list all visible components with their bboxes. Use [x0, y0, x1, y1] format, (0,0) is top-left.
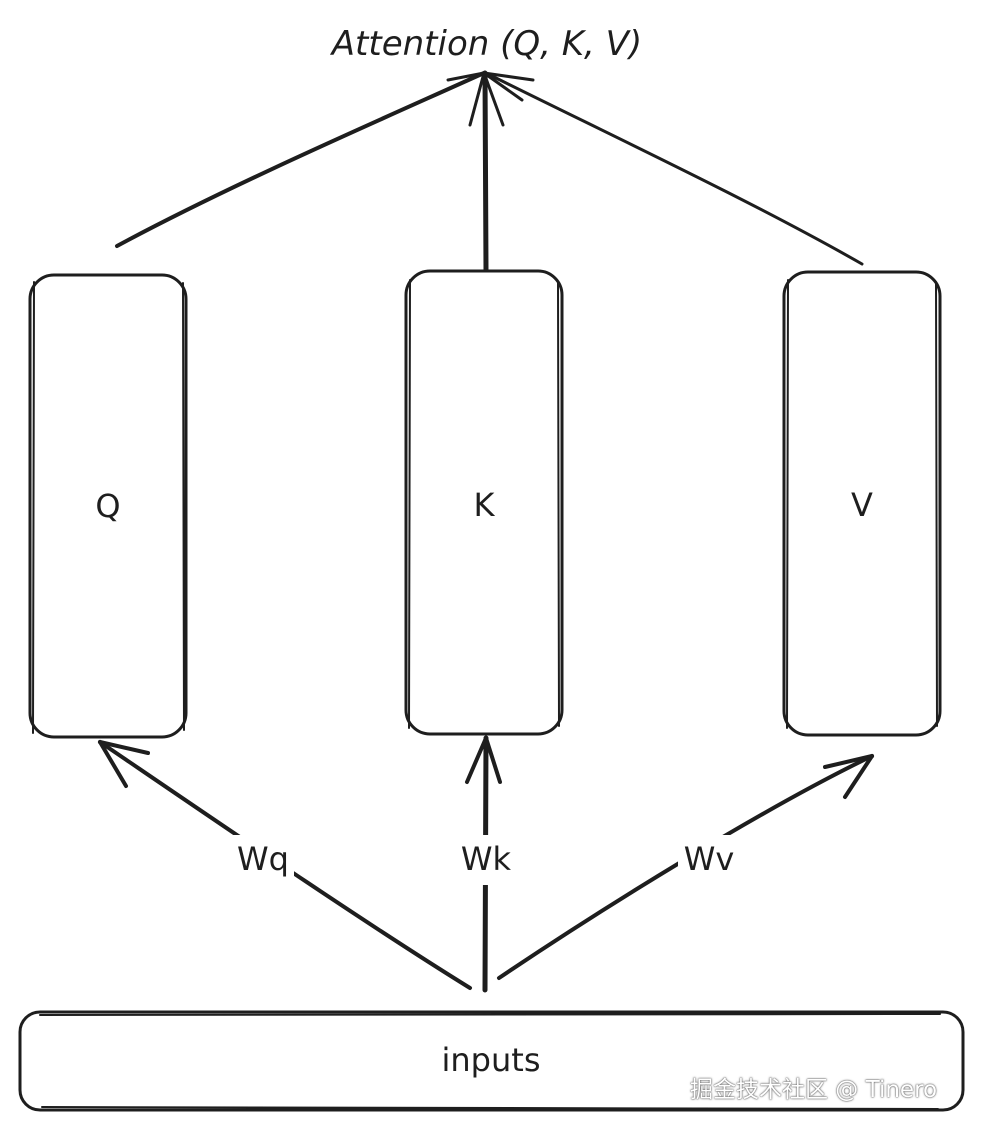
svg-text:Wq: Wq [237, 840, 289, 878]
node-q-label: Q [95, 487, 120, 525]
edge-label-wv: Wv [678, 835, 740, 885]
watermark: 掘金技术社区 @ Tinero [690, 1077, 938, 1103]
node-v: V [782, 270, 942, 737]
edge-q-to-attention [115, 71, 486, 248]
edge-v-to-attention [484, 71, 864, 266]
svg-text:Wv: Wv [684, 840, 735, 878]
svg-text:Wk: Wk [461, 840, 512, 878]
edge-k-to-attention [482, 70, 489, 273]
edge-label-wq: Wq [232, 835, 294, 885]
node-k: K [404, 269, 564, 736]
node-v-label: V [851, 486, 873, 524]
edge-label-wk: Wk [455, 835, 517, 885]
node-inputs-label: inputs [442, 1041, 541, 1079]
diagram-title: Attention (Q, K, V) [330, 24, 642, 64]
node-q: Q [28, 273, 188, 739]
node-k-label: K [474, 486, 496, 524]
attention-arrowhead [446, 71, 535, 127]
node-inputs: inputs [18, 1010, 965, 1112]
